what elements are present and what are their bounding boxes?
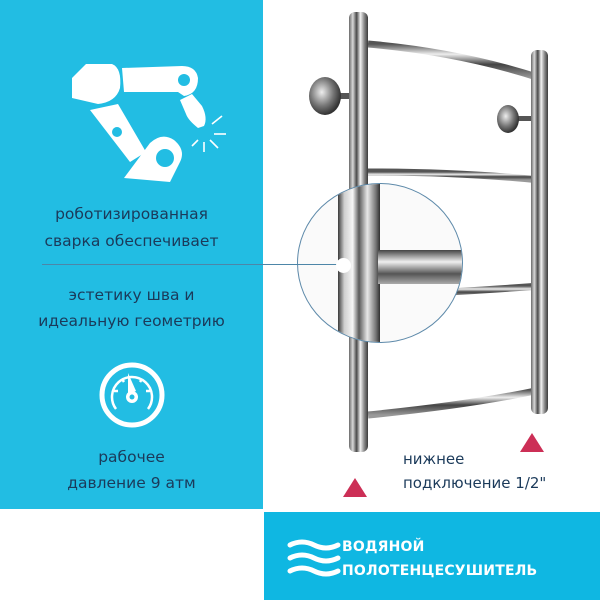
feature-text-line: роботизированная	[55, 205, 208, 223]
connection-note-line: нижнее	[403, 450, 465, 468]
red-triangle-marker-icon	[343, 478, 367, 497]
banner-title-line: ПОЛОТЕНЦЕСУШИТЕЛЬ	[342, 563, 538, 579]
feature-text-line: идеальную геометрию	[38, 312, 225, 330]
pressure-gauge-icon	[99, 362, 165, 428]
connection-note: нижнее подключение 1/2"	[403, 447, 546, 495]
water-waves-icon	[287, 539, 341, 577]
feature-text-line: сварка обеспечивает	[44, 232, 219, 250]
robotic-welding-arm-icon	[72, 64, 226, 182]
weld-joint-closeup	[338, 184, 462, 342]
banner-title-line: ВОДЯНОЙ	[342, 539, 425, 555]
feature-text-line: давление 9 атм	[67, 474, 196, 492]
feature-text-line: рабочее	[98, 448, 165, 466]
banner-title: ВОДЯНОЙ ПОЛОТЕНЦЕСУШИТЕЛЬ	[342, 535, 537, 583]
red-triangle-marker-icon	[520, 433, 544, 452]
weld-detail-magnifier	[297, 183, 463, 343]
callout-line	[42, 264, 342, 265]
feature-text-line: эстетику шва и	[68, 286, 195, 304]
connection-note-line: подключение 1/2"	[403, 474, 547, 492]
product-type-banner	[264, 512, 600, 600]
callout-dot	[336, 258, 351, 273]
